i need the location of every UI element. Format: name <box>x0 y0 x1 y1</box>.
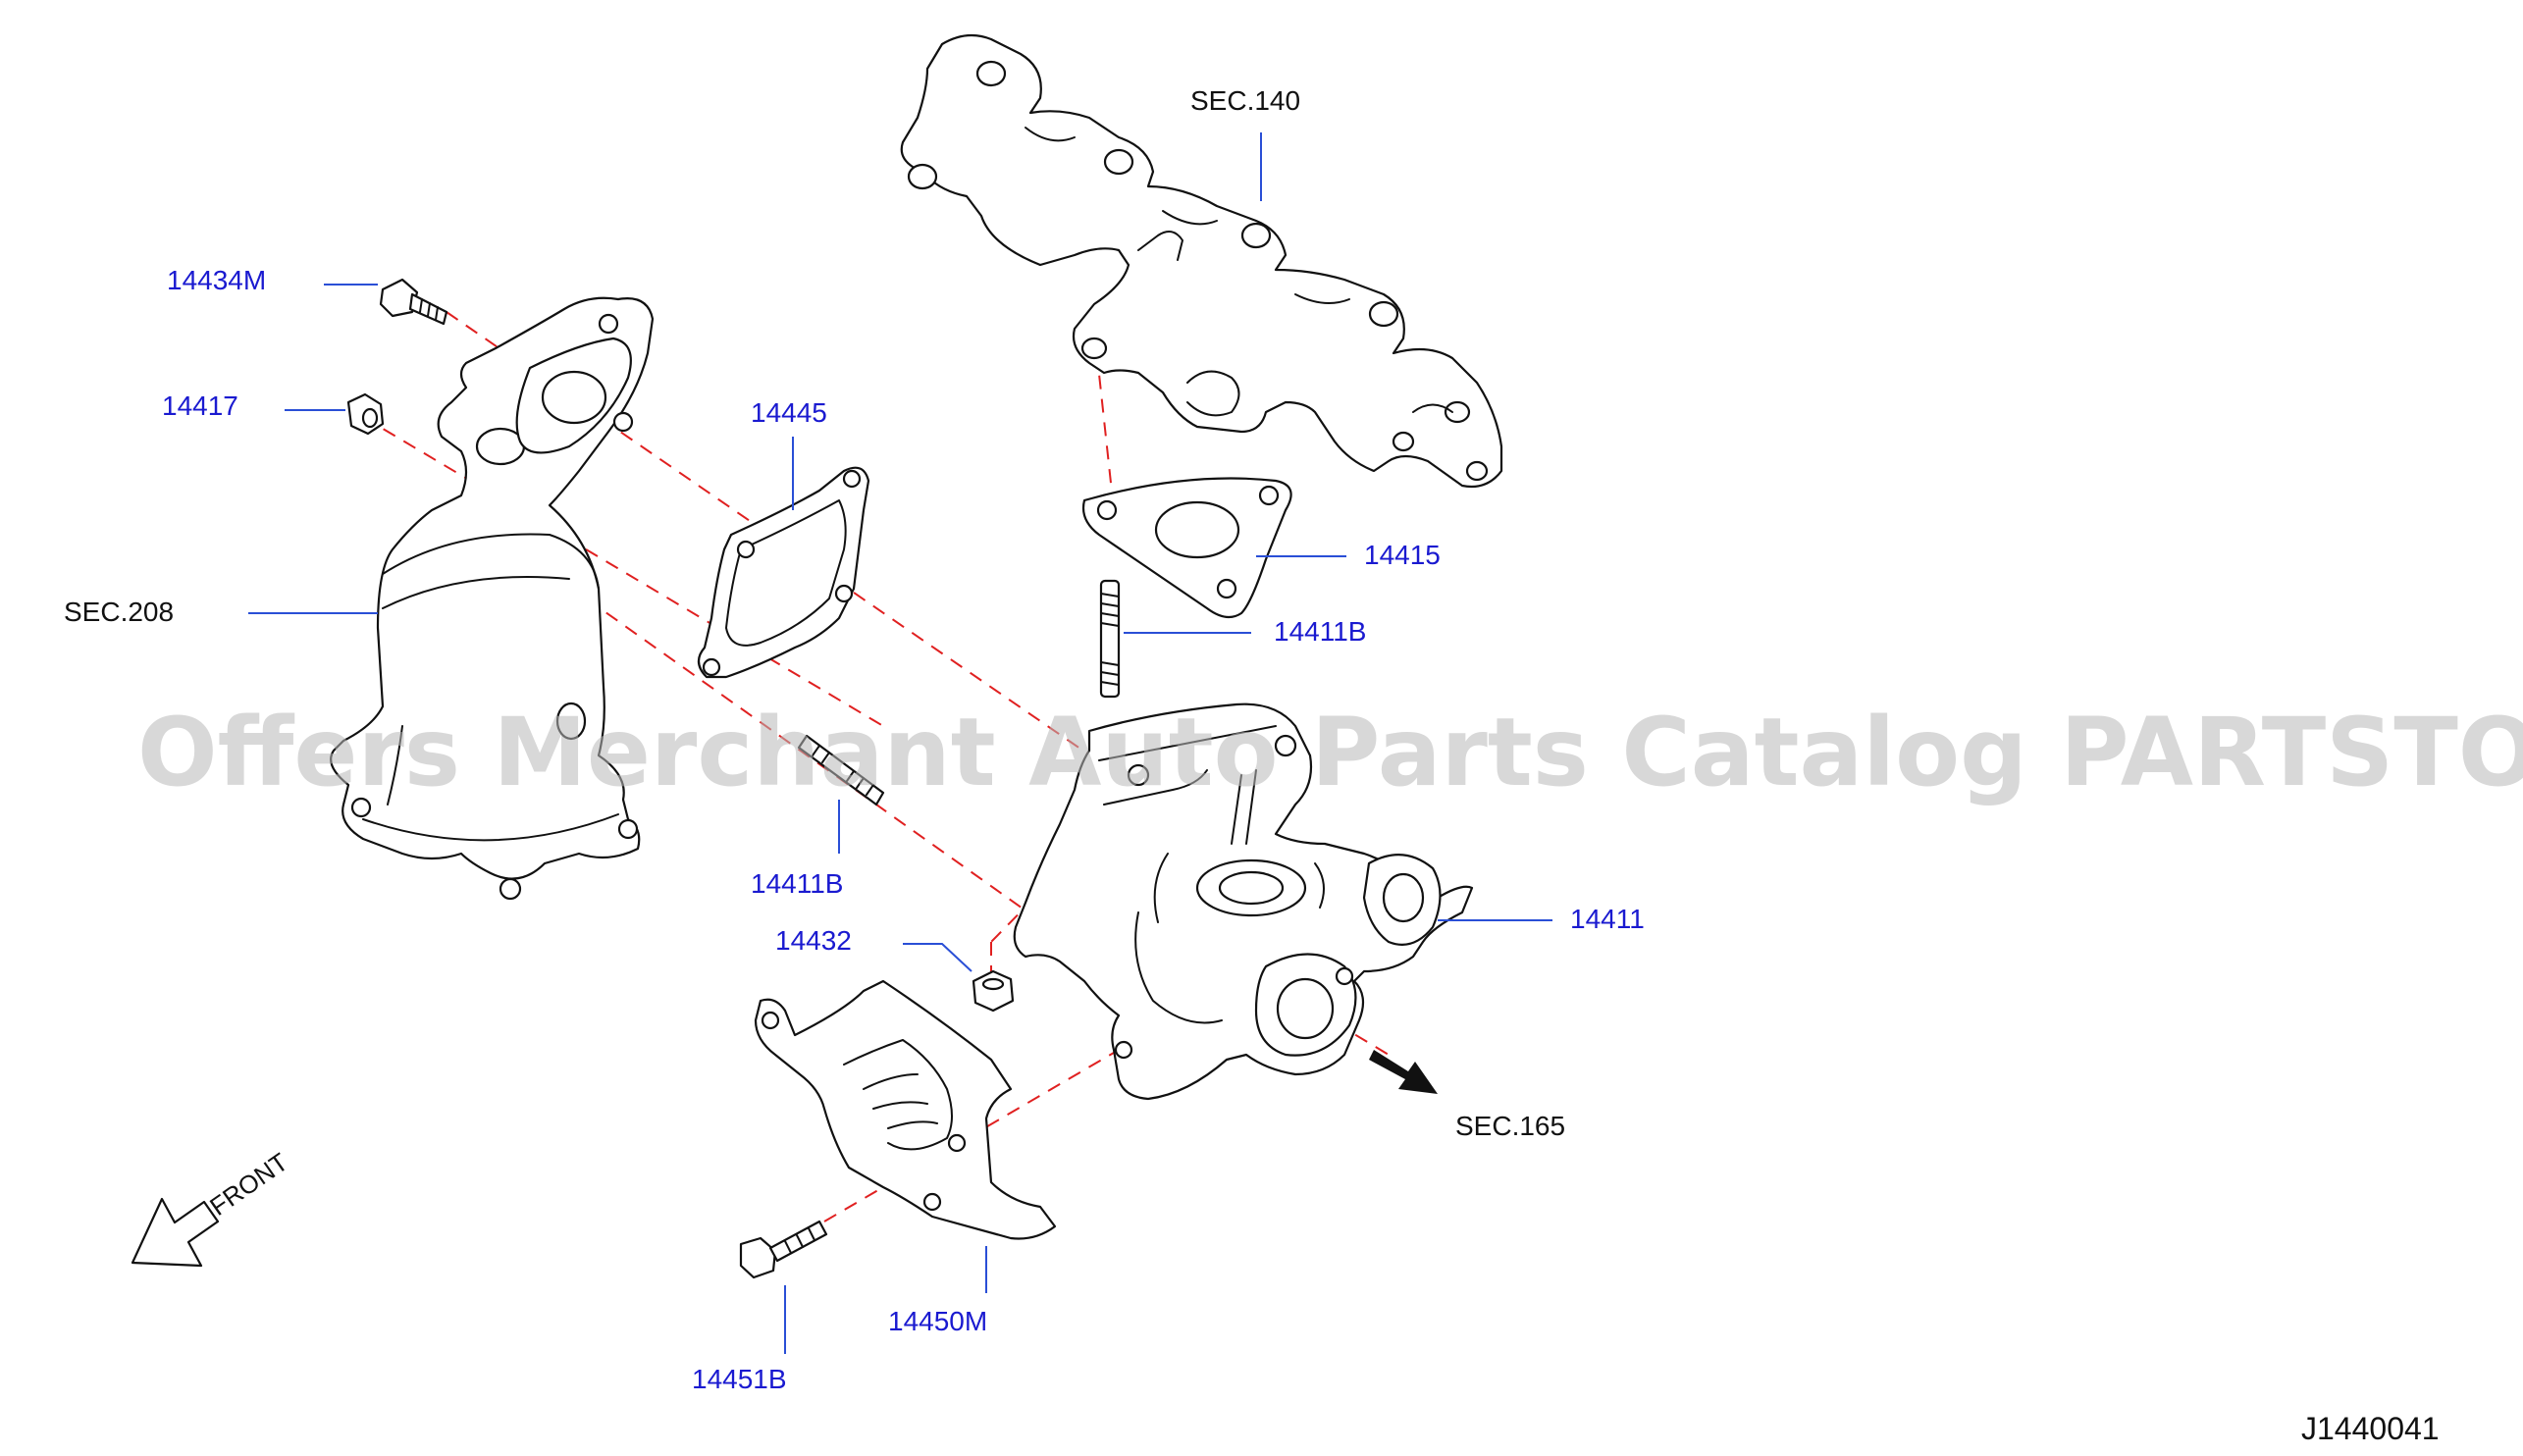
part-label-14450m: 14450M <box>888 1306 987 1336</box>
sec140-label: SEC.140 <box>1190 85 1300 116</box>
part-label-14445: 14445 <box>751 397 827 428</box>
heat-insulator-14450m <box>754 979 1057 1240</box>
front-arrow-icon <box>131 1197 220 1268</box>
part-label-14411b-lower: 14411B <box>751 868 843 899</box>
part-label-14417: 14417 <box>162 390 238 421</box>
watermark-text: Offers Merchant Auto Parts Catalog PARTS… <box>137 698 2523 807</box>
front-label: FRONT <box>204 1147 293 1222</box>
14432-leader <box>903 943 972 972</box>
nut-14432 <box>972 969 1015 1013</box>
turbocharger-14411 <box>1013 702 1474 1101</box>
part-label-14411: 14411 <box>1570 904 1645 934</box>
nut-14417 <box>346 392 385 436</box>
part-label-14432: 14432 <box>775 925 852 956</box>
part-label-14434m: 14434M <box>167 265 266 295</box>
catalytic-converter <box>330 296 655 901</box>
part-label-14411b-upper: 14411B <box>1274 616 1366 647</box>
gasket-14415 <box>1081 477 1292 619</box>
gasket-14445 <box>697 466 870 679</box>
exhaust-manifold <box>900 33 1503 489</box>
stud-14411b-upper <box>1099 579 1121 699</box>
part-label-14415: 14415 <box>1364 540 1441 570</box>
sec165-label: SEC.165 <box>1455 1111 1565 1141</box>
bolt-14451b <box>739 1220 828 1279</box>
sec165-arrow <box>1369 1050 1438 1094</box>
diagram-id: J1440041 <box>2301 1411 2440 1446</box>
bolt-14434m <box>379 278 448 326</box>
stud-14411b-lower <box>797 734 885 806</box>
sec208-label: SEC.208 <box>64 597 174 627</box>
part-label-14451b: 14451B <box>692 1364 787 1394</box>
